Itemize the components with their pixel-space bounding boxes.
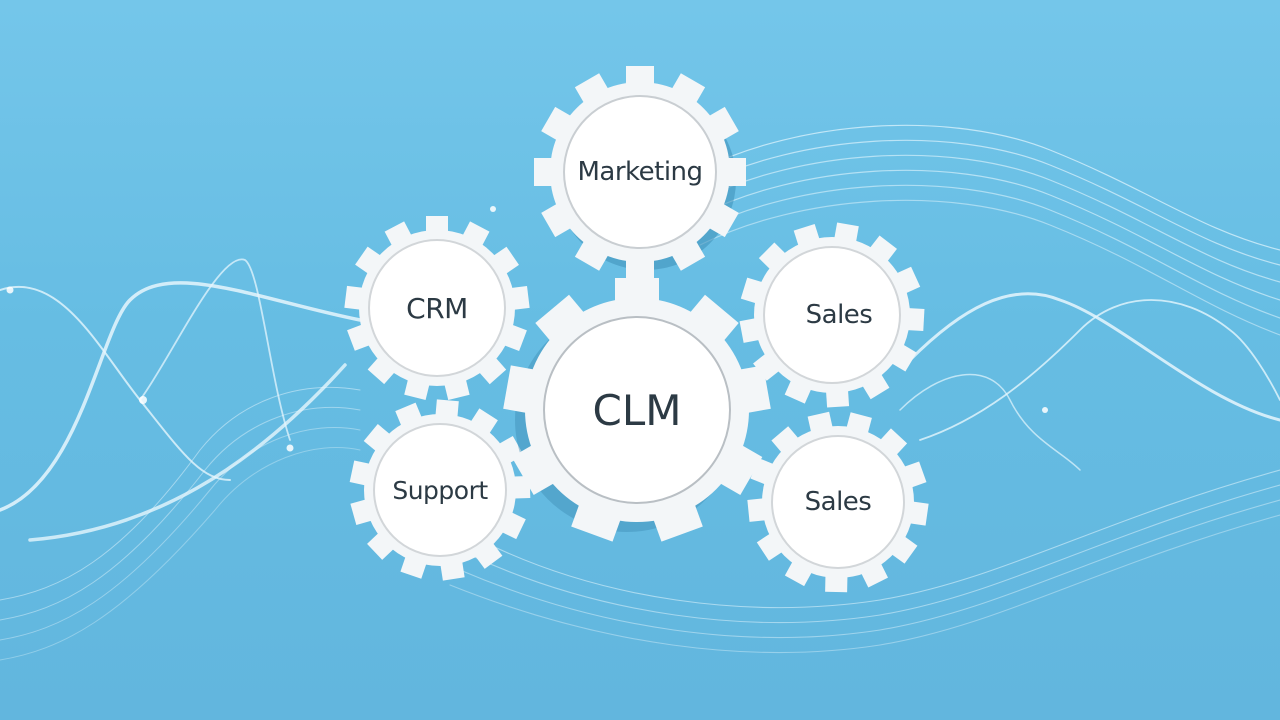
gear-label-clm: CLM (592, 385, 682, 435)
gear-icon (739, 222, 925, 408)
gear-icon (503, 278, 771, 542)
gear-icon (344, 216, 530, 400)
gear-icon (349, 399, 531, 581)
gear-label-support: Support (392, 475, 488, 505)
gear-label-sales-top: Sales (805, 300, 873, 330)
gear-support: Support (349, 399, 531, 581)
gear-label-sales-bottom: Sales (804, 487, 872, 517)
gear-clm-center: CLM (503, 278, 771, 542)
gear-label-marketing: Marketing (577, 157, 703, 187)
gear-icon (747, 411, 929, 593)
gear-sales-top: Sales (739, 222, 925, 408)
gear-label-crm: CRM (406, 291, 468, 325)
gear-sales-bottom: Sales (747, 411, 929, 593)
gear-icon (534, 66, 746, 278)
gear-crm: CRM (344, 216, 530, 400)
gear-marketing: Marketing (530, 62, 750, 282)
